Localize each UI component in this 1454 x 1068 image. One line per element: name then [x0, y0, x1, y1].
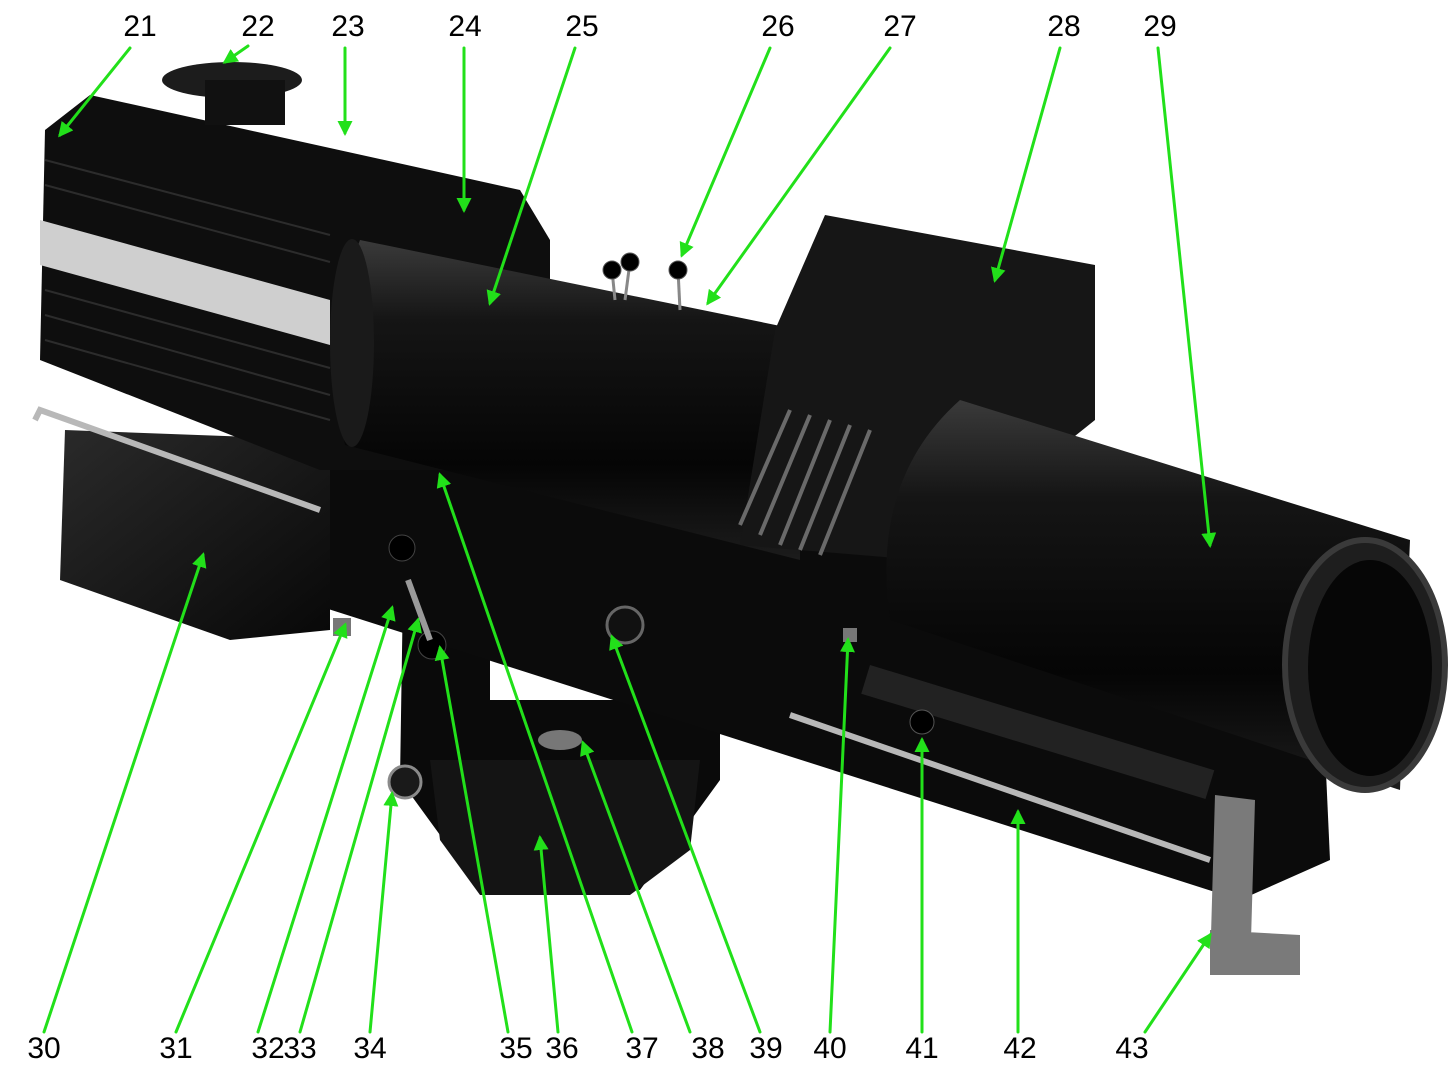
lamp-cap-neck — [205, 80, 285, 125]
leader-line-40 — [828, 637, 855, 1034]
callout-housing-corner: 24 — [448, 10, 482, 213]
side-ball-shape — [388, 534, 416, 562]
leader-line-25 — [486, 46, 577, 306]
callout-top-cover: 23 — [331, 10, 365, 136]
slide-knob — [909, 709, 935, 735]
front-tube-shape — [886, 400, 1410, 790]
callout-number-34: 34 — [353, 1032, 386, 1065]
tilt-knob-shape — [605, 605, 645, 645]
pivot-collar-shape — [538, 730, 582, 750]
callout-number-42: 42 — [1003, 1032, 1036, 1065]
callout-pivot-collar: 38 — [580, 740, 725, 1065]
base-plate-shape — [430, 760, 700, 895]
leader-line-34 — [368, 791, 399, 1034]
barrel-rear-end — [330, 239, 374, 447]
leader-line-37 — [436, 472, 634, 1034]
callout-base-plate: 36 — [533, 835, 579, 1065]
callout-tilt-knob: 39 — [609, 634, 783, 1065]
callout-number-28: 28 — [1047, 10, 1080, 43]
callout-number-24: 24 — [448, 10, 481, 43]
callout-carry-bar: 42 — [1003, 809, 1037, 1065]
leader-line-21 — [58, 46, 132, 138]
callout-ballast-box: 30 — [27, 552, 207, 1065]
leader-line-36 — [533, 835, 560, 1034]
followspot-illustration — [32, 62, 1448, 975]
callout-number-43: 43 — [1115, 1032, 1148, 1065]
callout-number-32: 32 — [251, 1032, 284, 1065]
rear-handle-shape — [32, 406, 322, 513]
leader-line-28 — [991, 46, 1062, 283]
lever-shape — [405, 578, 433, 642]
callout-yoke-top-screw: 37 — [436, 472, 659, 1065]
rear-housing-highlight — [40, 220, 330, 345]
callout-number-37: 37 — [625, 1032, 658, 1065]
rear-housing-fins — [44, 159, 331, 421]
callout-barrel: 25 — [486, 10, 599, 306]
callout-number-38: 38 — [691, 1032, 724, 1065]
carry-bar-shape — [789, 712, 1211, 863]
callout-number-39: 39 — [749, 1032, 782, 1065]
leader-line-35 — [434, 645, 510, 1034]
callout-rear-housing: 21 — [58, 10, 157, 138]
callout-number-22: 22 — [241, 10, 274, 43]
callout-slide-handle: 41 — [905, 737, 939, 1065]
callout-number-21: 21 — [123, 10, 156, 43]
callout-lever: 33 — [283, 617, 422, 1065]
slide-slot — [861, 665, 1215, 799]
leader-line-29 — [1156, 46, 1217, 548]
chassis-rail — [300, 430, 1330, 900]
callout-number-40: 40 — [813, 1032, 846, 1065]
callout-yoke-knob: 34 — [353, 791, 399, 1065]
leader-line-27 — [706, 46, 892, 306]
leader-line-43 — [1143, 932, 1212, 1034]
front-tube-inner — [1308, 560, 1432, 776]
callout-iris-knob: 26 — [679, 10, 795, 258]
callout-barrel-ring: 27 — [706, 10, 917, 306]
callout-number-23: 23 — [331, 10, 364, 43]
colour-changer-levers — [738, 409, 872, 556]
callout-number-30: 30 — [27, 1032, 60, 1065]
iris-knobs — [602, 252, 688, 311]
callout-ballast-foot: 31 — [159, 622, 348, 1065]
leader-line-32 — [256, 605, 396, 1034]
callout-number-26: 26 — [761, 10, 794, 43]
leader-line-39 — [609, 634, 762, 1034]
callout-number-33: 33 — [283, 1032, 316, 1065]
callout-front-tube: 29 — [1143, 10, 1217, 548]
yoke-knob-shape — [387, 764, 423, 800]
leader-line-38 — [580, 740, 692, 1034]
callout-number-27: 27 — [883, 10, 916, 43]
leader-line-26 — [679, 46, 772, 258]
callout-lamp-cap: 22 — [222, 10, 275, 64]
callout-front-bracket: 43 — [1115, 932, 1212, 1065]
leader-line-31 — [174, 622, 348, 1034]
callout-number-41: 41 — [905, 1032, 938, 1065]
callout-number-36: 36 — [545, 1032, 578, 1065]
callout-chassis-bolt: 40 — [813, 637, 855, 1065]
front-bracket-shape — [1210, 795, 1300, 975]
barrel-shape — [335, 240, 800, 560]
callout-side-knob-base: 32 — [251, 605, 396, 1065]
ballast-box-shape — [60, 430, 330, 640]
leader-line-22 — [222, 44, 250, 64]
callout-lever-ball: 35 — [434, 645, 533, 1065]
callout-number-25: 25 — [565, 10, 598, 43]
leader-line-30 — [42, 552, 207, 1034]
leader-line-33 — [298, 617, 422, 1034]
callout-number-35: 35 — [499, 1032, 532, 1065]
chassis-bolt-shape — [843, 628, 857, 642]
callout-number-29: 29 — [1143, 10, 1176, 43]
callout-colour-changer-box: 28 — [991, 10, 1081, 283]
callout-number-31: 31 — [159, 1032, 192, 1065]
